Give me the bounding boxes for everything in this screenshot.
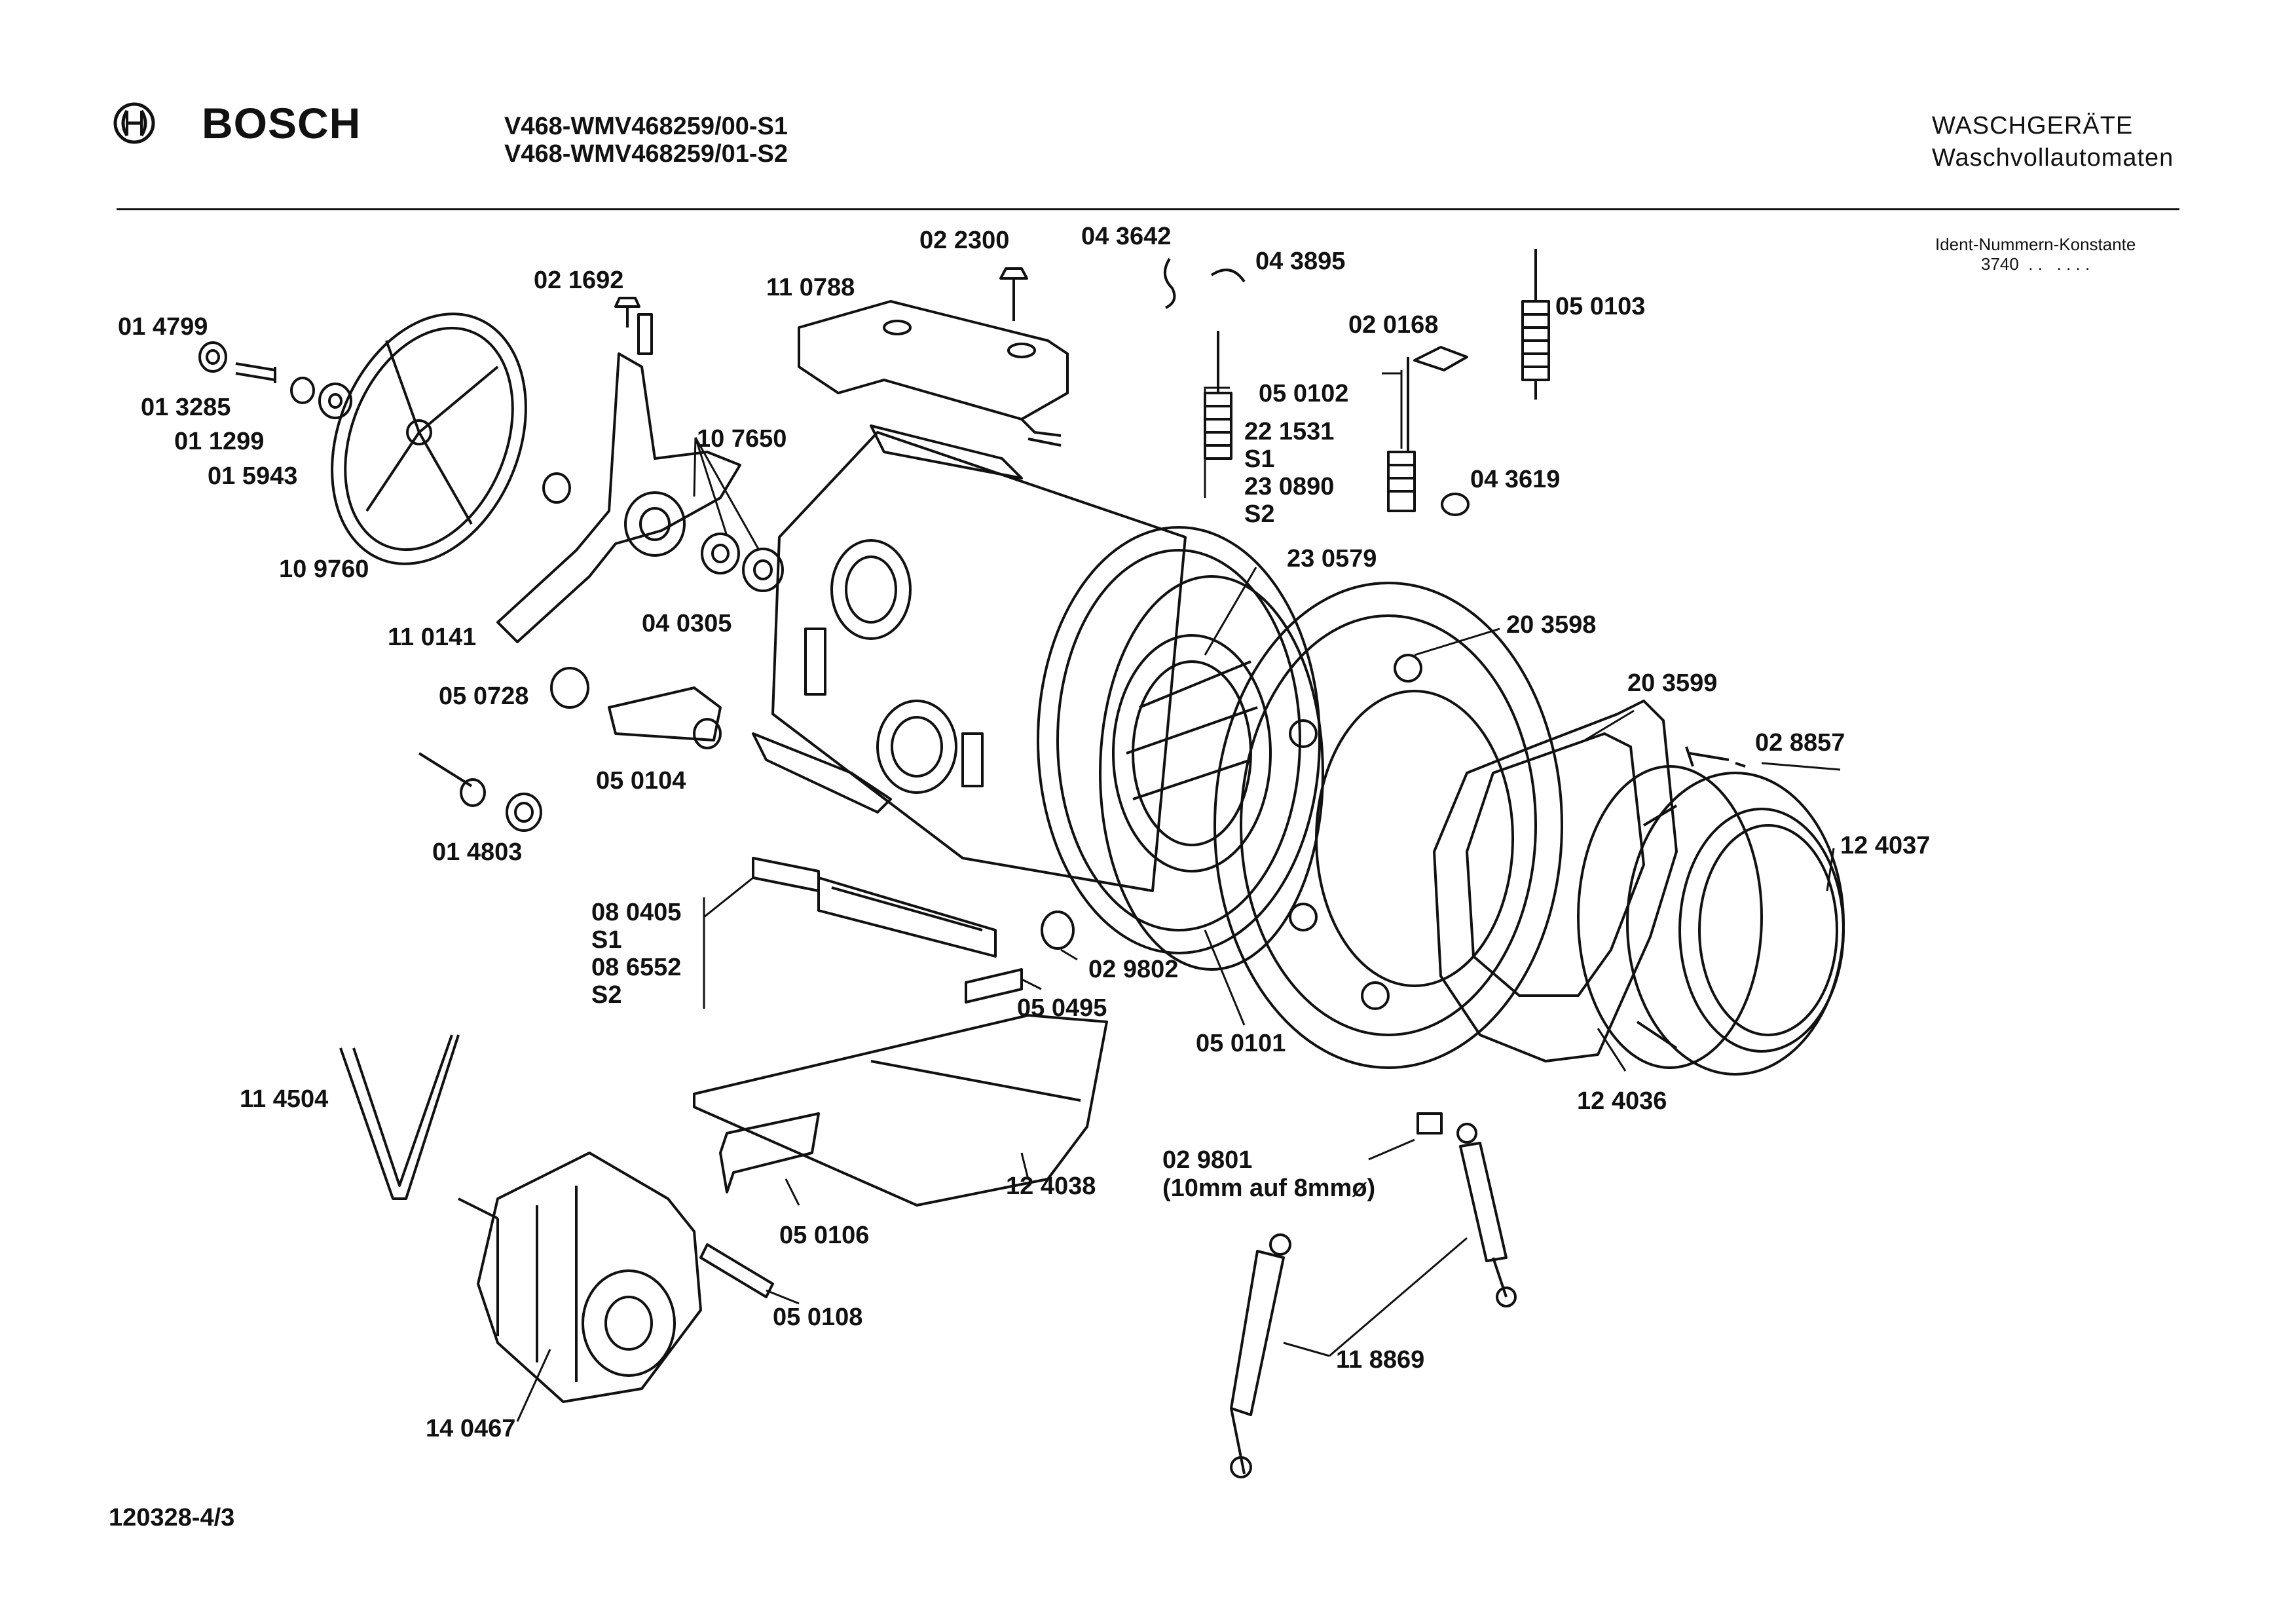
bolt-drawing (614, 297, 640, 328)
part-label-040305: 04 0305 (642, 610, 732, 637)
brand-name: BOSCH (202, 99, 361, 147)
springs-drawing (1164, 249, 1550, 516)
part-label-050495: 05 0495 (1017, 994, 1107, 1022)
small-parts-drawing (418, 667, 722, 832)
part-label-110141: 11 0141 (388, 624, 477, 651)
part-label-014803: 01 4803 (432, 838, 523, 866)
drum-front-drawing (1037, 526, 1321, 954)
part-label-050104: 05 0104 (596, 767, 686, 795)
part-label-124038: 12 4038 (1006, 1173, 1096, 1200)
part-label-050102: 05 0102 (1259, 380, 1349, 407)
document-number: 120328-4/3 (109, 1504, 235, 1531)
part-label-203599: 20 3599 (1627, 669, 1718, 697)
shock-absorbers-drawing (1230, 1112, 1517, 1478)
front-panel-drawing (1213, 582, 1563, 1069)
part-label-050101: 05 0101 (1196, 1030, 1286, 1057)
part-label-s2-b: S2 (591, 981, 622, 1009)
ident-label: Ident-Nummern-Konstante (1935, 235, 2136, 254)
part-label-050728: 05 0728 (439, 683, 529, 710)
part-label-124037: 12 4037 (1840, 832, 1931, 859)
part-label-020168: 02 0168 (1348, 311, 1439, 339)
part-label-029802: 02 9802 (1088, 956, 1179, 983)
part-label-021692: 02 1692 (534, 267, 624, 294)
drive-belt-drawing (339, 1034, 460, 1200)
part-label-014799: 01 4799 (118, 313, 208, 341)
motor-drawing (458, 1152, 774, 1403)
part-label-011299: 01 1299 (174, 428, 265, 455)
part-label-140467: 14 0467 (426, 1415, 516, 1442)
part-label-124036: 12 4036 (1577, 1087, 1667, 1115)
base-plate-drawing (693, 1014, 1108, 1207)
bolt-drawing-2 (999, 267, 1028, 321)
ident-value: 3740 . . . . . . (1981, 254, 2090, 274)
part-label-013285: 01 3285 (141, 394, 231, 421)
model-line-1: V468-WMV468259/00-S1 (504, 113, 788, 140)
part-label-230579: 23 0579 (1287, 545, 1377, 572)
part-label-043619: 04 3619 (1470, 466, 1561, 493)
part-label-s2-a: S2 (1244, 500, 1275, 528)
bracket-drawing (719, 1112, 820, 1193)
washers-drawing (198, 341, 571, 504)
part-label-015943: 01 5943 (208, 462, 298, 490)
part-label-107650: 10 7650 (697, 425, 787, 453)
part-label-s1-b: S1 (591, 926, 622, 954)
heater-drawing (752, 857, 1075, 1004)
seal-ring-drawing (1099, 575, 1324, 971)
part-label-203598: 20 3598 (1506, 611, 1597, 639)
part-label-050108: 05 0108 (773, 1304, 863, 1331)
part-label-080405: 08 0405 (591, 899, 682, 926)
category-line-2: Waschvollautomaten (1932, 144, 2174, 172)
clamp-ring-drawing (1577, 765, 1763, 1069)
part-label-s1-a: S1 (1244, 445, 1275, 473)
part-label-086552: 08 6552 (591, 954, 682, 981)
part-label-028857: 02 8857 (1755, 729, 1845, 757)
part-label-043895: 04 3895 (1255, 248, 1346, 275)
header-divider (117, 208, 2179, 210)
part-label-230890: 23 0890 (1244, 473, 1335, 500)
part-label-114504: 11 4504 (240, 1085, 329, 1113)
counterweight-drawing (798, 300, 1069, 447)
frame-drawing (1433, 700, 1678, 1062)
part-label-050103: 05 0103 (1555, 293, 1646, 320)
part-label-022300: 02 2300 (919, 227, 1010, 254)
bosch-logo-icon (113, 102, 156, 145)
part-label-221531: 22 1531 (1244, 418, 1335, 445)
part-label-043642: 04 3642 (1081, 223, 1172, 250)
part-label-109760: 10 9760 (279, 555, 369, 583)
screw-drawing (1685, 746, 1746, 768)
bearing-bracket-drawing (496, 313, 784, 643)
part-label-110788: 11 0788 (766, 274, 855, 301)
pulley-drawing (331, 312, 527, 565)
part-label-029801-note: (10mm auf 8mmø) (1162, 1174, 1376, 1202)
door-bellows-drawing (1626, 772, 1845, 1076)
part-label-029801: 02 9801 (1162, 1146, 1253, 1174)
part-label-118869: 11 8869 (1336, 1346, 1425, 1374)
model-line-2: V468-WMV468259/01-S2 (504, 140, 788, 168)
tub-drawing (752, 424, 1187, 892)
part-label-050106: 05 0106 (779, 1222, 870, 1249)
category-line-1: WASCHGERÄTE (1932, 112, 2134, 140)
